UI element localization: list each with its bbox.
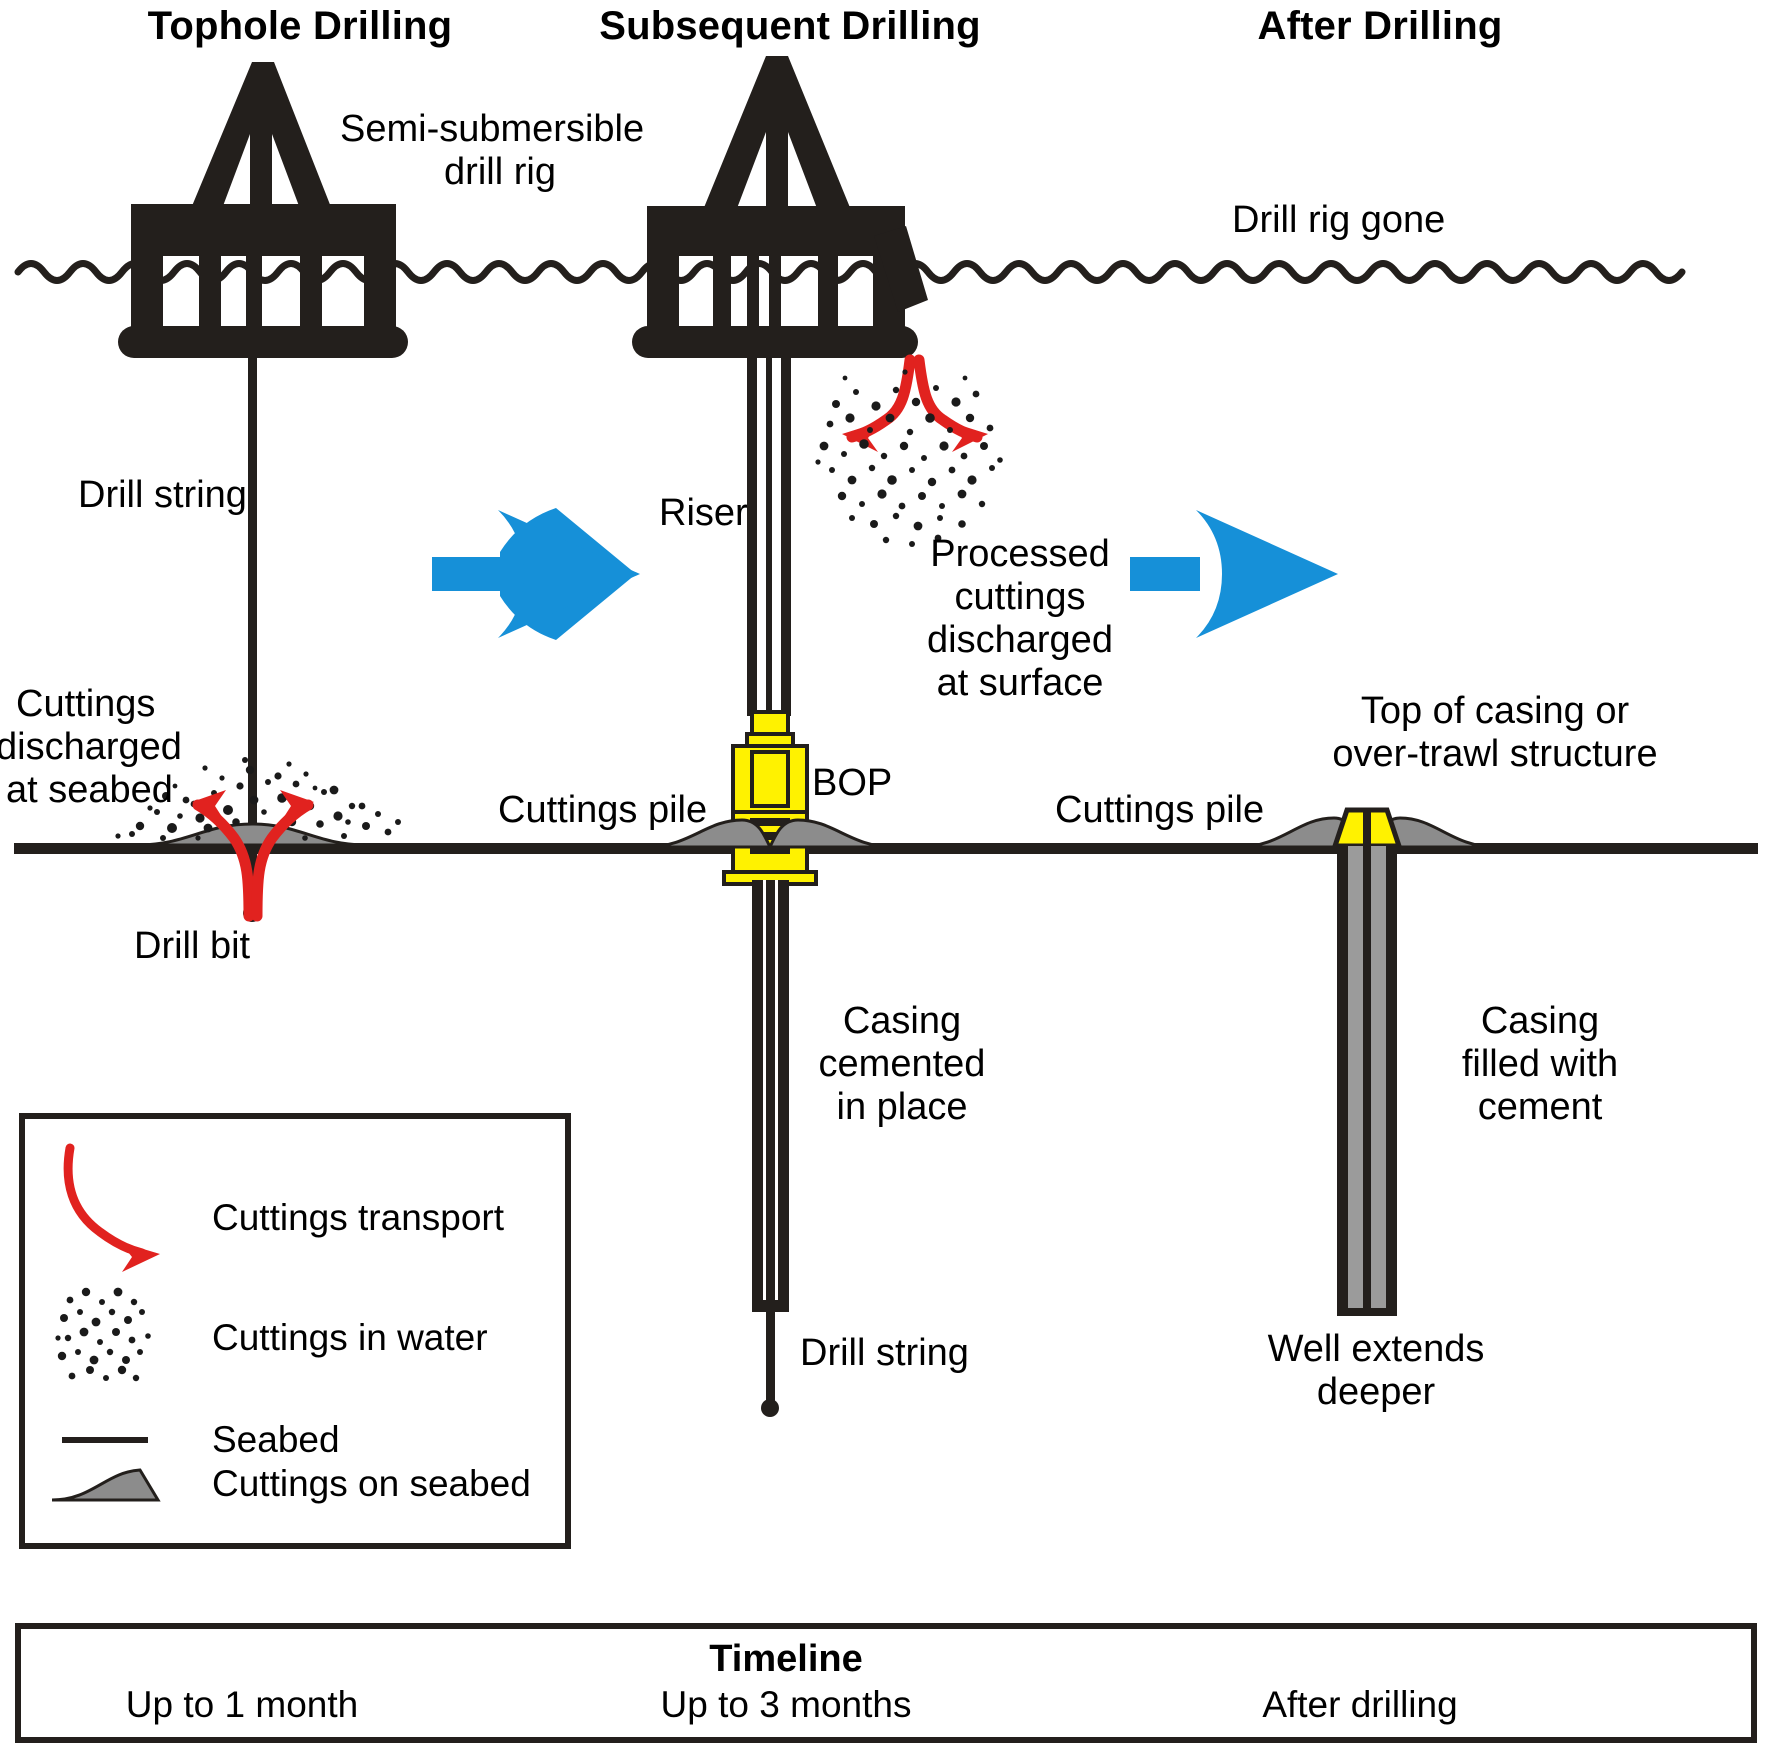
label-cuttings-discharged-seabed-line1: Cuttings xyxy=(16,683,156,725)
label-casing-cemented-line2: cemented xyxy=(818,1043,986,1085)
casing-cemented-mid xyxy=(752,880,789,1417)
sea-surface-wave xyxy=(14,260,1686,284)
panel-title-tophole: Tophole Drilling xyxy=(147,4,453,48)
legend-symbol-cuttings-transport xyxy=(63,1143,160,1272)
casing-filled-right xyxy=(1337,846,1397,1316)
legend-label-cuttings-in-water: Cuttings in water xyxy=(212,1317,488,1358)
label-cuttings-pile-mid: Cuttings pile xyxy=(498,789,708,831)
wellhead-over-trawl-structure xyxy=(1331,807,1403,849)
label-processed-line3: discharged xyxy=(927,619,1113,661)
label-drill-rig-gone: Drill rig gone xyxy=(1232,199,1446,241)
cuttings-mound-left xyxy=(137,822,367,847)
timeline-box xyxy=(15,1623,1757,1743)
legend-label-cuttings-transport: Cuttings transport xyxy=(212,1197,505,1238)
label-top-of-casing-line2: over-trawl structure xyxy=(1332,733,1658,775)
label-processed-line4: at surface xyxy=(936,662,1104,704)
label-cuttings-discharged-seabed-line3: at seabed xyxy=(6,769,173,811)
label-drill-string-left: Drill string xyxy=(78,474,247,516)
label-processed-line1: Processed xyxy=(930,533,1110,575)
panel-title-subsequent: Subsequent Drilling xyxy=(599,4,981,48)
label-cuttings-discharged-seabed-line2: discharged xyxy=(0,726,182,768)
label-well-extends-line1: Well extends xyxy=(1267,1328,1485,1370)
timeline-entry-after: After drilling xyxy=(1262,1684,1458,1725)
legend-symbol-cuttings-in-water xyxy=(55,1287,151,1382)
label-semi-submersible-line2: drill rig xyxy=(444,151,556,193)
label-casing-cemented-line3: in place xyxy=(836,1086,968,1128)
label-bop: BOP xyxy=(812,762,893,804)
timeline-title: Timeline xyxy=(709,1638,863,1680)
panel-title-after: After Drilling xyxy=(1257,4,1503,48)
label-drill-string-mid: Drill string xyxy=(800,1332,969,1374)
label-processed-line2: cuttings xyxy=(954,576,1086,618)
label-riser: Riser xyxy=(659,492,748,534)
label-top-of-casing-line1: Top of casing or xyxy=(1360,690,1630,732)
flow-arrow-1 xyxy=(432,508,640,640)
rig-subsequent xyxy=(632,56,928,716)
bop-stack xyxy=(722,710,818,908)
label-casing-cemented-line1: Casing xyxy=(842,1000,962,1042)
rig-tophole xyxy=(118,62,408,922)
cuttings-cloud-surface xyxy=(815,369,1003,547)
cuttings-transport-arrows-left xyxy=(192,799,314,922)
label-casing-filled-line3: cement xyxy=(1477,1086,1603,1128)
cuttings-pile-mid xyxy=(645,818,895,849)
label-casing-filled-line1: Casing xyxy=(1480,1000,1600,1042)
legend-symbol-seabed xyxy=(62,1437,148,1443)
label-drill-bit: Drill bit xyxy=(134,925,251,967)
label-semi-submersible-line1: Semi-submersible xyxy=(340,108,645,150)
timeline-entry-subsequent: Up to 3 months xyxy=(660,1684,912,1725)
label-well-extends-line2: deeper xyxy=(1316,1371,1436,1413)
timeline-entry-tophole: Up to 1 month xyxy=(125,1684,359,1725)
label-cuttings-pile-right: Cuttings pile xyxy=(1055,789,1265,831)
legend-symbol-cuttings-on-seabed xyxy=(51,1468,161,1502)
legend-box xyxy=(19,1113,571,1549)
cuttings-transport-arrowheads-left xyxy=(192,790,314,820)
label-casing-filled-line2: filled with xyxy=(1461,1043,1619,1085)
flow-arrow-2 xyxy=(1130,510,1338,638)
cuttings-cloud-left xyxy=(115,757,401,841)
legend-label-cuttings-on-seabed: Cuttings on seabed xyxy=(212,1463,531,1504)
legend-label-seabed: Seabed xyxy=(212,1419,340,1460)
